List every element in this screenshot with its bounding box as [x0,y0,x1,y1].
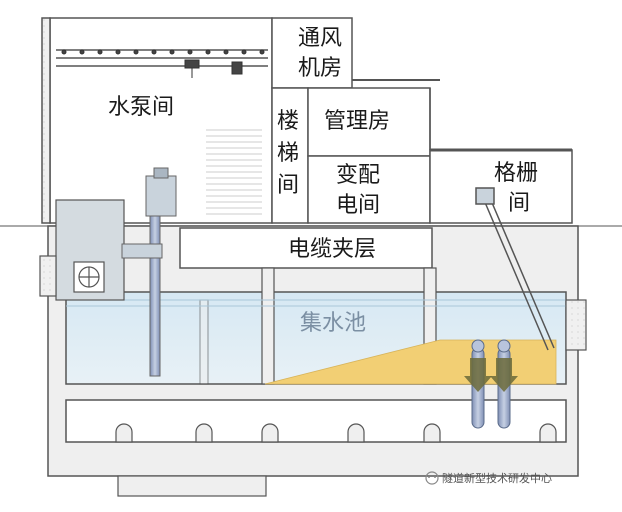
cable-interlayer-wall [179,227,433,269]
sump-label: 集水池 [300,311,366,336]
stairs-label-2: 梯 [277,141,299,166]
submersible-pumps [464,339,518,429]
outlet-pipe [565,299,587,351]
crane-icon [61,49,265,78]
watermark-logo-icon [425,471,439,485]
substation-label-1: 变配 [336,163,380,188]
grille-rake [475,187,555,351]
substation-wall [307,155,431,224]
substation-label-2: 电间 [336,193,380,218]
ventilation-room-label: 通风 [298,26,342,51]
pump-room-wall [49,17,273,224]
grille-room-label-1: 格栅 [494,161,538,186]
pump-room-label: 水泵间 [108,95,174,120]
stairs-wall [271,87,309,224]
superstructure [41,17,573,224]
stairs-label-3: 间 [277,173,299,198]
ventilation-room-label-2: 机房 [298,56,342,81]
management-room-label: 管理房 [324,109,390,134]
grille-room-label-2: 间 [508,191,530,216]
watermark-text: 隧道新型技术研发中心 [442,471,552,485]
ventilation-room-wall [271,17,353,89]
pump-room-window [206,129,262,215]
grille-room-wall [429,149,573,224]
cable-interlayer-label: 电缆夹层 [288,237,376,262]
pump-column [121,167,177,377]
underground-structure [47,225,579,497]
down-arrow-icon [464,358,492,392]
bottom-channel [65,399,567,443]
pump-well [39,199,125,301]
stairs-label-1: 楼 [277,109,299,134]
down-arrow-icon [490,358,518,392]
